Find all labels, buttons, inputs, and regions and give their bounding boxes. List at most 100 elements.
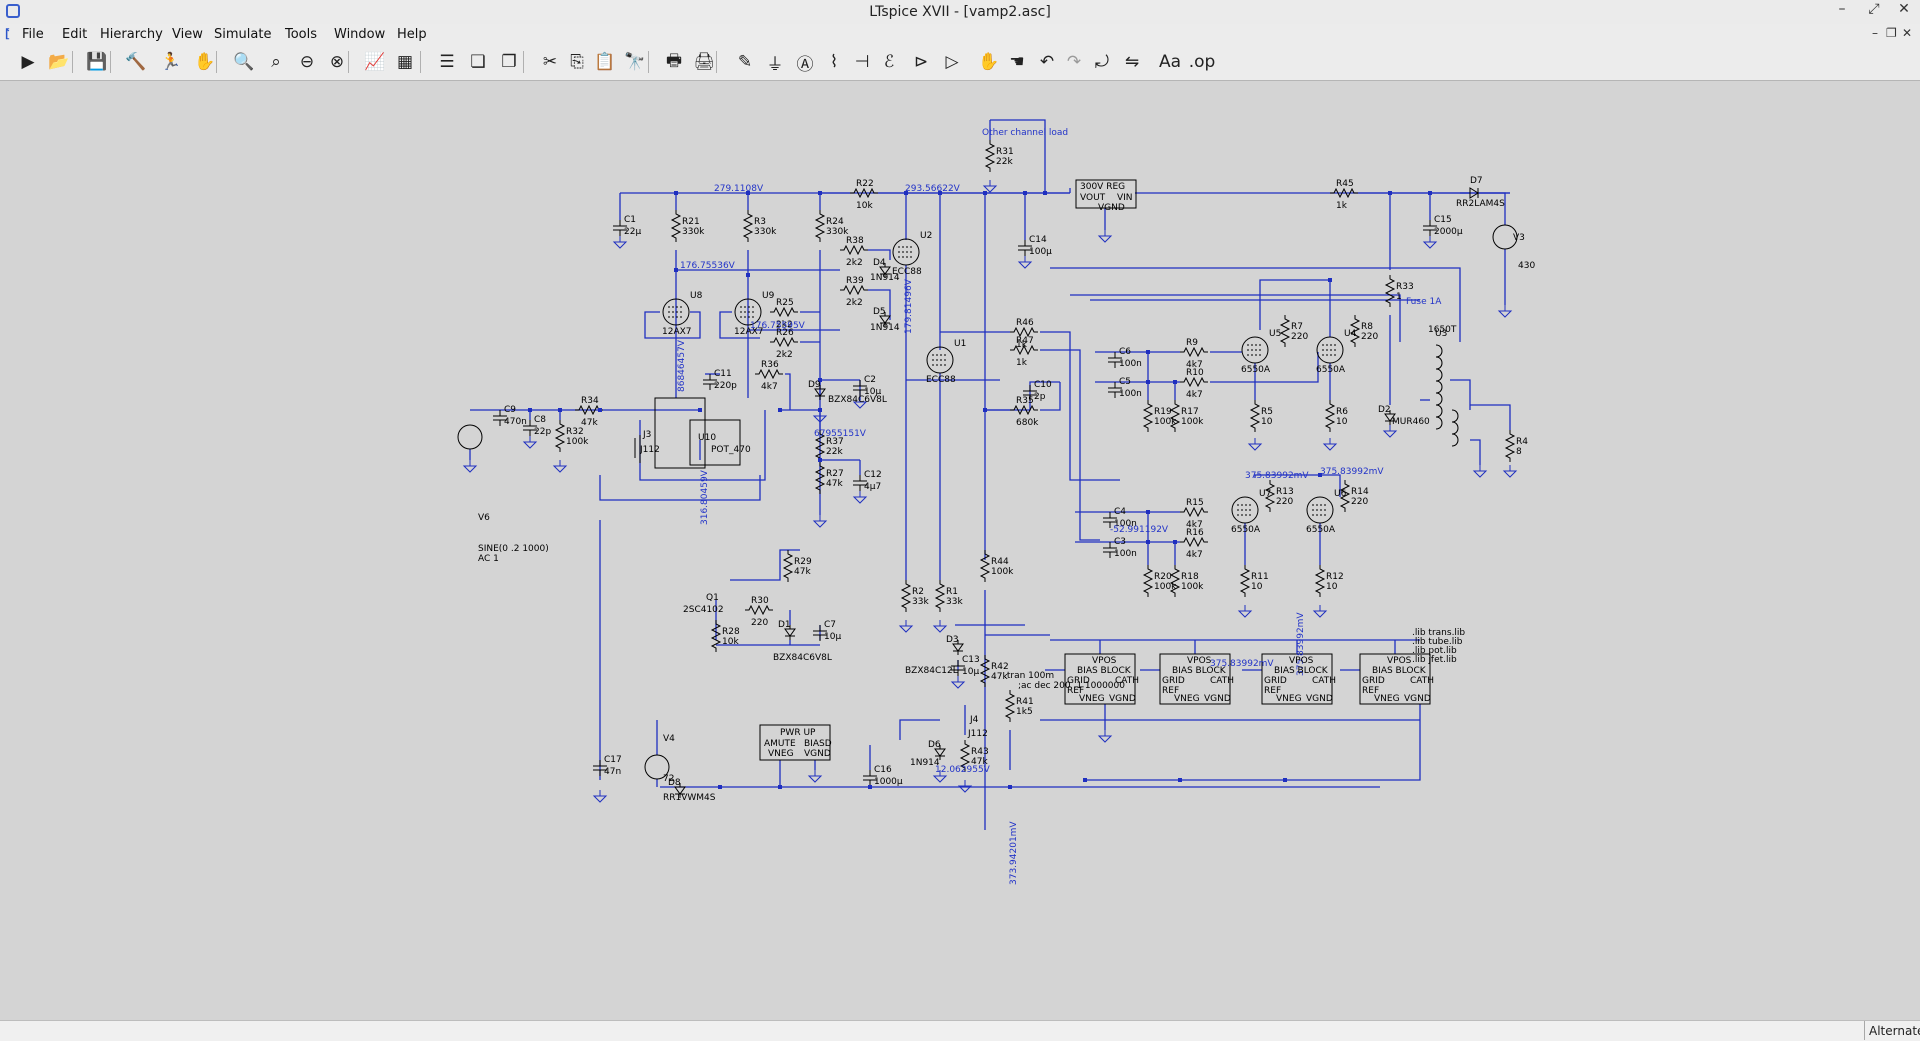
component-ref: U6 [1334, 489, 1347, 499]
component-ref: R42 [991, 662, 1009, 672]
mdi-minimize-icon[interactable]: – [1872, 26, 1878, 40]
ltspice-menu-icon[interactable]: ⦍ [5, 26, 10, 41]
component-value: 10k [722, 637, 739, 647]
schematic-text: 176.75595V [750, 321, 806, 331]
schematic-text: GRID [1162, 676, 1185, 686]
junction [1146, 350, 1150, 354]
toolbar-separator [216, 51, 217, 73]
toolbar-separator [110, 51, 111, 73]
tile-vertical-icon[interactable]: ❏ [470, 52, 486, 72]
menu-help[interactable]: Help [397, 27, 427, 42]
component-ref: C8 [534, 415, 546, 425]
component-ref: R31 [996, 147, 1014, 157]
copy-icon[interactable]: ⎘ [570, 52, 584, 72]
junction [983, 191, 987, 195]
schematic-text: VNEG [768, 749, 794, 759]
zoom-out-icon[interactable]: ⊖ [299, 52, 315, 72]
minimize-icon[interactable]: – [1838, 1, 1846, 17]
component-value: 220 [1361, 332, 1378, 342]
control-panel-icon[interactable]: 🔨 [125, 52, 147, 72]
schematic-text: GRID [1067, 676, 1090, 686]
mirror-icon[interactable]: ⇋ [1124, 52, 1140, 72]
schematic-canvas[interactable]: C122µR21330kR3330kR24330kR2210kU2ECC88U1… [0, 80, 1920, 1020]
ground-symbol [982, 180, 998, 193]
spice-directive-icon[interactable]: .op [1188, 52, 1216, 72]
component-icon[interactable]: ▷ [945, 52, 959, 72]
wire-icon[interactable]: ✎ [737, 52, 753, 72]
resistor-symbol [755, 368, 783, 380]
text-icon[interactable]: Aa [1158, 52, 1182, 72]
component-value: 33k [946, 597, 963, 607]
component-value: 22p [534, 427, 551, 437]
inductor-icon[interactable]: ℰ [883, 52, 895, 72]
print-icon[interactable]: 🖶 [665, 50, 683, 71]
resistor-symbol [979, 550, 991, 582]
print-preview-icon[interactable]: 🖨 [693, 52, 715, 72]
ground-symbol [1422, 236, 1438, 249]
wire [1450, 379, 1471, 410]
undo-icon[interactable]: ↶ [1039, 52, 1055, 72]
tube-grid [740, 306, 756, 318]
paste-icon[interactable]: 📋 [594, 52, 616, 72]
ground-symbol [898, 620, 914, 633]
component-ref: R5 [1261, 407, 1273, 417]
cut-icon[interactable]: ✂ [542, 52, 558, 72]
tube-u5 [1241, 336, 1269, 364]
resistor-icon[interactable]: ⌇ [829, 52, 839, 72]
component-ref: D4 [873, 258, 886, 268]
tube-u2 [892, 238, 920, 266]
ground-icon[interactable]: ⏚ [766, 54, 784, 75]
drag-icon[interactable]: ☚ [1009, 52, 1025, 72]
component-ref: R39 [846, 276, 864, 286]
mdi-restore-icon[interactable]: ❐ [1886, 26, 1897, 40]
resistor-symbol [1324, 400, 1336, 432]
rotate-icon[interactable]: ⤾ [1094, 52, 1110, 72]
schematic-text: Fuse 1A [1406, 297, 1442, 307]
run-probe-icon[interactable]: 🏃 [160, 52, 182, 72]
resistor-symbol [984, 140, 996, 172]
wire [1040, 382, 1061, 411]
menu-hierarchy[interactable]: Hierarchy [100, 27, 163, 42]
grid-icon[interactable]: ▦ [396, 52, 414, 72]
find-icon[interactable]: 🔭 [624, 52, 646, 72]
zoom-in-icon[interactable]: 🔍 [233, 52, 255, 72]
component-value: 100k [566, 437, 589, 447]
menu-simulate[interactable]: Simulate [214, 27, 272, 42]
open-icon[interactable]: 📂 [48, 52, 70, 72]
label-net-icon[interactable]: Ⓐ [796, 54, 814, 75]
capacitor-icon[interactable]: ⊣ [854, 52, 870, 72]
component-value: 330k [682, 227, 705, 237]
menu-window[interactable]: Window [334, 27, 386, 42]
component-ref: J3 [642, 430, 651, 440]
close-icon[interactable]: ✕ [1898, 1, 1910, 17]
move-icon[interactable]: ✋ [978, 52, 1000, 72]
jfet-pair [689, 419, 741, 466]
schematic-text: AMUTE [764, 739, 796, 749]
menu-tools[interactable]: Tools [285, 27, 318, 42]
cascade-icon[interactable]: ❐ [501, 52, 517, 72]
mdi-close-icon[interactable]: ✕ [1902, 26, 1913, 40]
redo-icon[interactable]: ↷ [1066, 52, 1082, 72]
schematic-text: VPOS [1387, 656, 1412, 666]
component-value: 100n [1114, 549, 1137, 559]
diode-icon[interactable]: ⊳ [913, 52, 929, 72]
save-icon[interactable]: 💾 [86, 52, 108, 72]
capacitor-symbol [1103, 542, 1117, 558]
zoom-full-icon[interactable]: ⊗ [329, 52, 345, 72]
tile-horizontal-icon[interactable]: ☰ [439, 52, 455, 72]
component-ref: J4 [969, 715, 979, 725]
halt-icon[interactable]: ✋ [194, 52, 216, 72]
run-icon[interactable]: ▶ [21, 52, 35, 72]
maximize-icon[interactable]: ⤢ [1868, 1, 1880, 17]
schematic-text: REF [1067, 686, 1084, 696]
schematic-text: 279.1108V [714, 184, 764, 194]
junction [1146, 380, 1150, 384]
menu-file[interactable]: File [22, 27, 44, 42]
component-value: 12AX7 [734, 327, 764, 337]
menu-view[interactable]: View [172, 27, 203, 42]
zoom-fit-icon[interactable]: ⌕ [271, 52, 281, 72]
component-value: MUR460 [1392, 417, 1430, 427]
menu-edit[interactable]: Edit [62, 27, 88, 42]
ground-symbol [1017, 256, 1033, 269]
autorange-icon[interactable]: 📈 [364, 52, 386, 72]
